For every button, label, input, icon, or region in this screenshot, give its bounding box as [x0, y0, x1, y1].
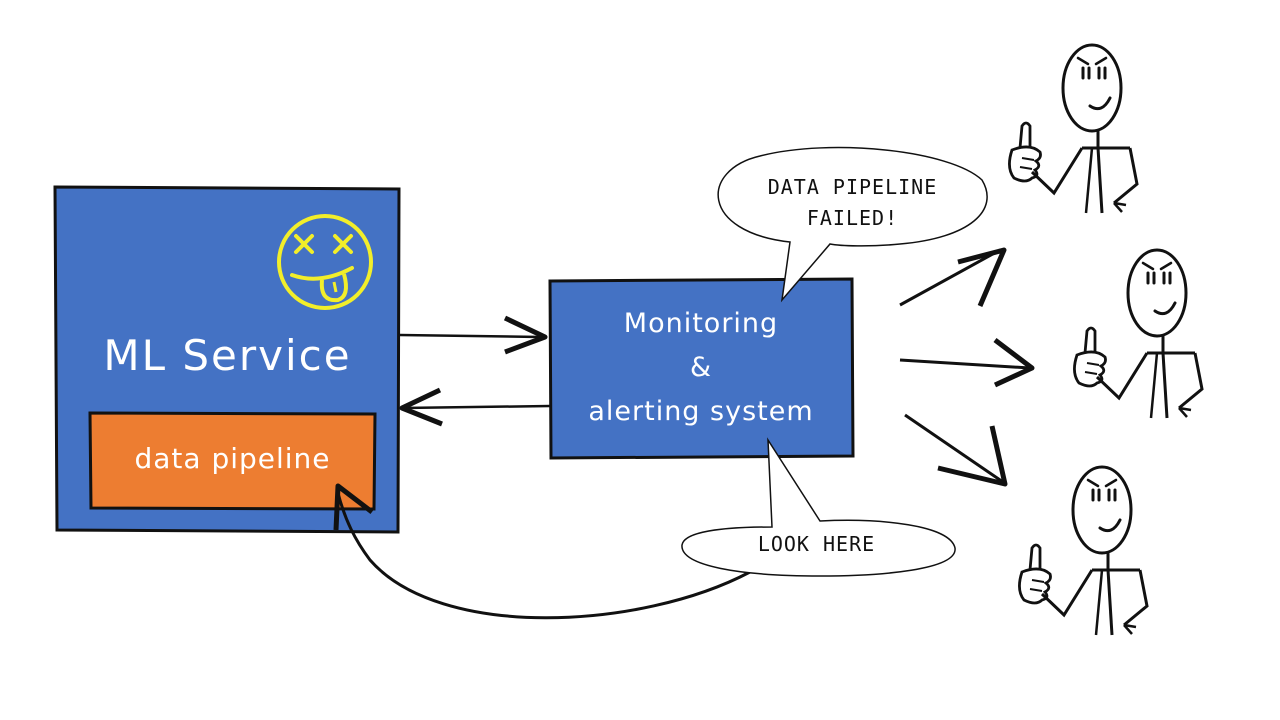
alert-line-2: FAILED! [806, 206, 899, 230]
person-3-icon [1017, 465, 1149, 637]
arrow-look-here-to-pipeline [333, 483, 751, 620]
alert-line-1: DATA PIPELINE [767, 175, 938, 199]
arrow-to-person-2 [899, 338, 1035, 388]
arrow-to-monitoring [399, 315, 548, 355]
arrow-to-ml-service [399, 387, 551, 427]
alert-bubble-text: DATA PIPELINE FAILED! [725, 172, 980, 234]
monitoring-line-2: & [689, 352, 713, 383]
arrow-to-person-1 [899, 247, 1007, 307]
hint-speech-bubble [681, 437, 956, 577]
data-pipeline-label: data pipeline [134, 442, 331, 475]
monitoring-line-3: alerting system [588, 396, 814, 427]
monitoring-line-1: Monitoring [623, 308, 779, 339]
person-2-icon [1072, 248, 1204, 420]
ml-service-title: ML Service [103, 331, 352, 380]
arrow-to-person-3 [904, 413, 1008, 487]
data-pipeline-box [88, 411, 377, 511]
monitoring-label: Monitoring & alerting system [551, 302, 851, 434]
monitoring-box [548, 277, 855, 460]
hint-bubble-text: LOOK HERE [757, 532, 876, 556]
person-1-icon [1007, 43, 1139, 215]
alert-speech-bubble [717, 146, 988, 303]
dead-face-icon [277, 214, 373, 310]
